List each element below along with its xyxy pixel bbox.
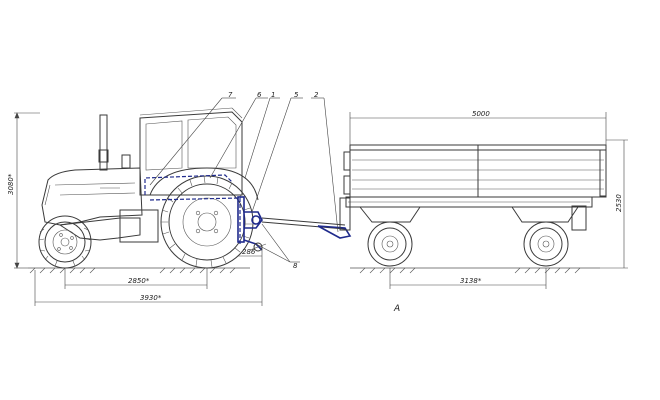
callout-6: 6 [257, 91, 262, 99]
callout-8: 8 [293, 262, 298, 270]
callout-leaders [149, 97, 339, 263]
callout-7: 7 [228, 91, 233, 99]
view-label: A [393, 304, 400, 314]
ground [28, 267, 600, 274]
dim-trailer-height: 2530 [615, 194, 623, 212]
dim-hitch-offset: 286 [242, 248, 256, 256]
dim-body-length: 5000 [472, 110, 490, 118]
tractor-cab [139, 111, 243, 196]
trailer [339, 144, 607, 267]
dim-trailer-wheelbase: 3138* [460, 277, 482, 285]
dimension-lines [14, 112, 628, 306]
hitch-assembly [144, 174, 267, 252]
dim-tractor-height: 3080* [7, 173, 15, 195]
exhaust-pipe [99, 114, 108, 171]
front-wheel [38, 215, 92, 269]
callout-5: 5 [294, 91, 299, 99]
tractor [38, 107, 267, 269]
tractor-hood [41, 167, 143, 226]
trailer-rear-wheel [523, 221, 569, 267]
callout-2: 2 [314, 91, 319, 99]
trailer-front-wheel [367, 221, 413, 267]
labels: 3080* 2850* 3930* 286 5000 3138* 2530 7 … [7, 91, 623, 314]
dim-tractor-wheelbase: 2850* [128, 277, 150, 285]
callout-1: 1 [271, 91, 275, 99]
rear-wheel [160, 175, 254, 269]
drawbar [261, 217, 352, 239]
dim-overall-length: 3930* [140, 294, 162, 302]
